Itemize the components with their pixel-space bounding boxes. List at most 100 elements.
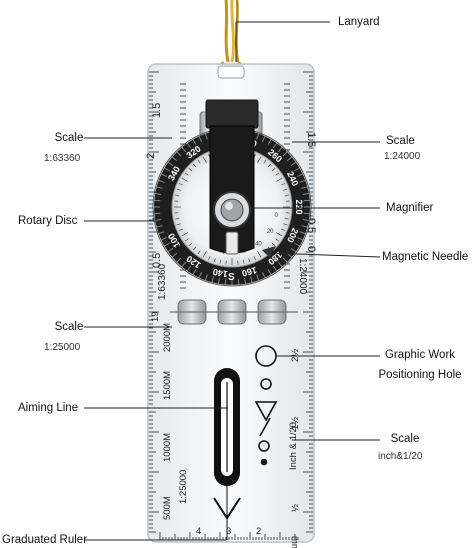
dial-tick: [181, 232, 188, 237]
magnifier-lens: [213, 191, 251, 229]
unit-2000m: 2000M: [162, 323, 173, 352]
label-magnifier: Magnifier: [386, 202, 434, 214]
label-scale-left-top: Scale: [54, 132, 84, 144]
bezel-tooth: [211, 276, 214, 283]
magnetic-needle-marker: [262, 246, 276, 258]
label-graduated-ruler: Graduated Ruler: [2, 534, 88, 546]
dial-tick: [275, 238, 280, 242]
bezel-tooth: [301, 186, 308, 189]
dial-tick: [276, 232, 283, 237]
bezel-tooth: [167, 247, 174, 253]
label-aiming-line: Aiming Line: [18, 402, 79, 414]
dial-tick: [253, 256, 256, 261]
bezel-tooth: [286, 156, 293, 162]
dial-tick: [184, 172, 189, 176]
bezel-tooth: [244, 277, 247, 284]
dial-tick: [276, 177, 283, 182]
dial-tick: [271, 242, 276, 247]
dial-tick: [192, 246, 197, 251]
dial-tick: [175, 217, 180, 220]
dial-tick: [257, 156, 262, 163]
scale-text-right-24000: 1:24000: [297, 258, 308, 295]
right-inch-text: Inch & 1/20: [288, 422, 299, 470]
bottom-num-4: 4: [196, 526, 201, 537]
bezel-tooth: [167, 161, 174, 167]
bezel-tooth: [198, 272, 203, 278]
dial-tick: [202, 251, 207, 258]
bezel-tooth: [290, 161, 297, 167]
scale-number-right-0: 0: [305, 246, 317, 252]
bezel-tooth: [158, 231, 165, 235]
dial-tick: [257, 251, 262, 258]
scale-number-right-1-5: 1.5: [305, 132, 317, 147]
scale-number-left-2: 2: [145, 153, 157, 159]
lanyard-hole: [217, 65, 245, 79]
bezel-tooth: [267, 139, 272, 145]
dial-tick: [176, 223, 181, 226]
bezel-tooth: [181, 261, 187, 268]
bezel-tooth: [282, 151, 288, 157]
bezel-tooth: [297, 236, 303, 241]
lanyard-cord: [220, 0, 242, 73]
dial-mini-number: 20: [267, 229, 274, 235]
bezel-tooth: [161, 173, 167, 178]
dial-tick: [188, 167, 193, 172]
unit-500m: 500M: [162, 496, 173, 520]
bezel-tooth: [204, 133, 208, 140]
bezel-tooth: [256, 133, 260, 140]
bezel-s-mark: S: [228, 272, 235, 283]
bezel-tooth: [261, 272, 266, 278]
positioning-holes: [254, 345, 278, 466]
bezel-number: 160: [241, 265, 258, 279]
bezel-tooth: [294, 242, 300, 247]
bezel-tooth: [290, 247, 297, 253]
bezel-tooth: [303, 199, 310, 202]
bezel-tooth: [272, 142, 278, 149]
right-num-2-half: 2½: [290, 349, 301, 362]
bezel-tooth: [303, 212, 310, 215]
bezel-tooth: [158, 179, 165, 183]
right-num-half: ½: [290, 504, 301, 512]
dial-tick: [208, 256, 211, 261]
scale-number-left-1-5: 1.5: [151, 103, 163, 118]
bezel-tooth: [198, 136, 203, 142]
dial-tick: [242, 259, 245, 264]
dial-tick: [176, 188, 181, 191]
dial-tick: [197, 250, 201, 255]
label-magnetic-needle: Magnetic Needle: [382, 251, 469, 263]
bezel-tooth: [277, 261, 283, 268]
bezel-tooth: [302, 219, 309, 222]
bezel-tooth: [224, 278, 227, 285]
dial-mini-number: 0: [275, 213, 279, 219]
dial-tick: [263, 159, 267, 164]
dial-tick: [202, 156, 207, 163]
bezel-tooth: [192, 139, 197, 145]
bezel-tooth: [186, 142, 192, 149]
dial-tick: [283, 223, 288, 226]
bezel-tooth: [302, 192, 309, 195]
bezel-tooth: [261, 136, 266, 142]
bezel-tooth: [277, 146, 283, 153]
bezel-tooth: [171, 252, 178, 258]
bezel-tooth: [297, 173, 303, 178]
label-scale-left-top-sub: 1:63360: [44, 153, 81, 164]
bezel-tooth: [192, 269, 197, 275]
dial-tick: [284, 194, 289, 197]
label-scale-right-bottom-sub: inch&1/20: [378, 451, 423, 462]
leader-lines: [84, 21, 381, 541]
label-scale-left-mid: Scale: [54, 321, 84, 333]
dial-tick: [178, 183, 183, 186]
label-scale-left-mid-sub: 1:25000: [44, 342, 81, 353]
scale-text-left-25000: 1:25000: [178, 470, 189, 504]
dial-tick: [175, 194, 180, 197]
bezel-number: 140: [212, 267, 229, 279]
bezel-tooth: [299, 179, 306, 183]
dial-tick: [281, 183, 286, 186]
dial-tick: [284, 217, 289, 220]
dial-tick: [213, 258, 216, 263]
bezel-tooth: [256, 274, 260, 281]
left-num-19: 19: [150, 311, 161, 322]
dial-tick: [271, 167, 276, 172]
label-lanyard: Lanyard: [338, 16, 380, 28]
bezel-tooth: [272, 265, 278, 272]
